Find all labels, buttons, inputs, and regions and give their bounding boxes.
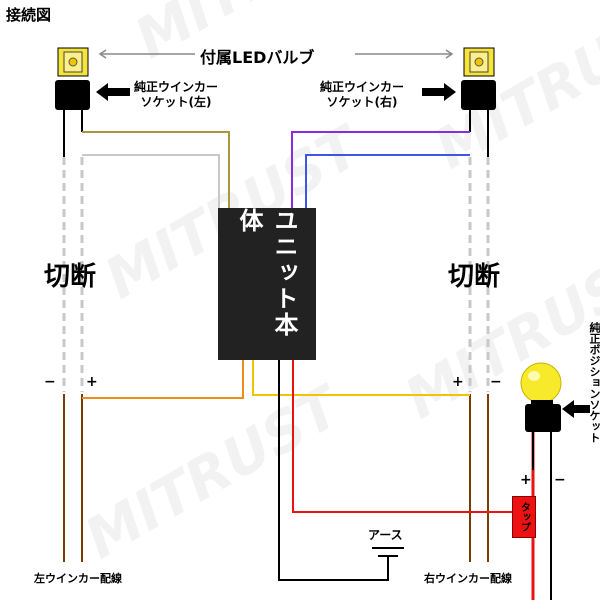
left-socket-label: 純正ウインカー ソケット(左) — [134, 80, 219, 109]
wire-purple — [291, 131, 470, 208]
wire-gray — [82, 154, 220, 208]
cut-lines — [62, 157, 490, 392]
left-led-bulb — [55, 47, 90, 110]
bulbs-arrow — [98, 49, 454, 59]
left-plus-label: + — [86, 374, 98, 390]
wire-yellow — [252, 360, 470, 396]
position-socket-arrow — [562, 400, 590, 418]
wire-orange — [82, 360, 244, 399]
cut-label-right: 切断 — [448, 262, 501, 292]
unit-label: ユニット本体 — [235, 208, 298, 338]
wire-blue — [305, 154, 470, 208]
left-minus-label: − — [44, 374, 56, 390]
left-wiring-label: 左ウインカー配線 — [34, 572, 122, 585]
wire-black-earth — [278, 360, 389, 581]
position-bulb — [520, 362, 562, 432]
left-socket-arrow — [96, 83, 130, 101]
right-minus-label: − — [490, 374, 502, 390]
earth-label: アース — [368, 528, 403, 542]
bulbs-label: 付属LEDバルブ — [200, 48, 315, 67]
wire-red — [292, 360, 512, 513]
position-minus-label: − — [554, 472, 566, 488]
wire-tap: タップ — [512, 496, 536, 538]
diagram-title: 接続図 — [6, 6, 52, 24]
wire-olive — [82, 131, 230, 208]
unit-body: ユニット本体 — [218, 208, 316, 360]
cut-label-left: 切断 — [44, 262, 97, 292]
right-socket-arrow — [422, 83, 456, 101]
right-socket-label: 純正ウインカー ソケット(右) — [320, 80, 405, 109]
position-socket-label: 純正ポジションソケット — [588, 322, 600, 443]
vehicle-wiring — [63, 394, 489, 562]
right-led-bulb — [461, 47, 496, 110]
bulb-leads — [63, 110, 489, 157]
right-wiring-label: 右ウインカー配線 — [424, 572, 512, 585]
earth-symbol — [372, 547, 404, 557]
svg-text:MITRUST: MITRUST — [75, 373, 355, 572]
right-plus-label: + — [452, 374, 464, 390]
position-plus-label: + — [520, 472, 532, 488]
tap-label: タップ — [518, 502, 530, 532]
